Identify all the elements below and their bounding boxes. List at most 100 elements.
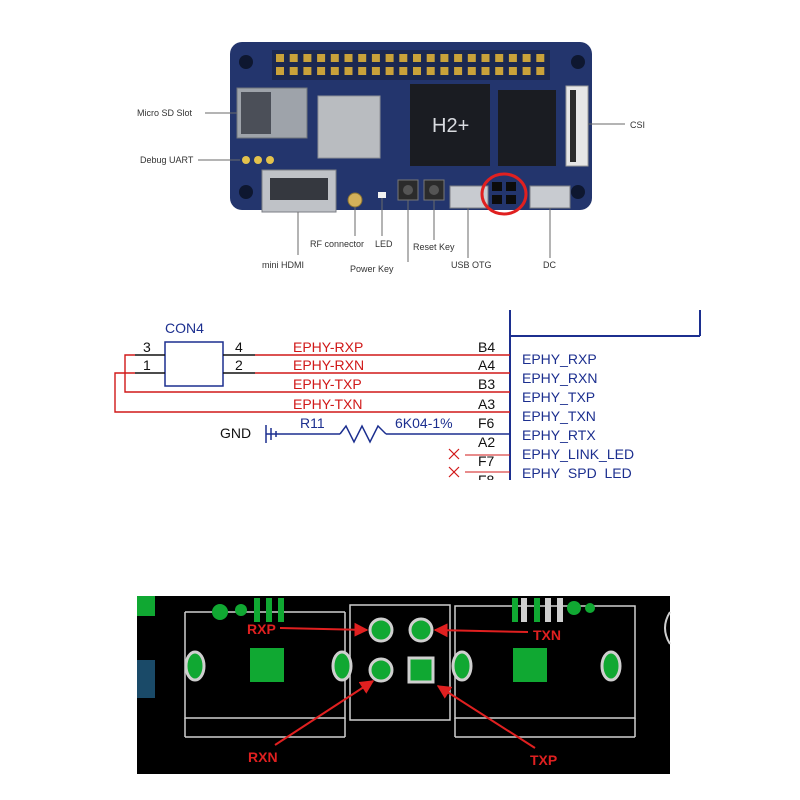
pad-rxn (368, 657, 394, 683)
pin-1: 1 (143, 357, 151, 373)
gpio-pin (358, 67, 367, 75)
led (378, 192, 386, 198)
soc-chip (410, 84, 490, 166)
nc-mark-a2 (448, 448, 460, 460)
connector-name: CON4 (165, 320, 204, 336)
callout-lines (198, 112, 625, 262)
gpio-pin (330, 54, 339, 62)
resistor-value: 6K04-1% (395, 415, 453, 431)
arrow-rxp (279, 622, 369, 637)
gpio-pin (413, 54, 421, 62)
pin-b4: B4 (478, 339, 495, 355)
gpio-pin (536, 54, 545, 62)
pcb-oval-holes (184, 650, 622, 682)
csi-connector (565, 85, 589, 167)
pcb-layout: RXP TXN RXN TXP (137, 596, 671, 774)
gpio-pin (536, 67, 545, 75)
arrow-txn (433, 623, 529, 638)
label-usb-otg: USB OTG (451, 260, 492, 270)
label-csi: CSI (630, 120, 645, 130)
rf-connector (347, 192, 363, 208)
gpio-pin (413, 67, 421, 75)
jack-pad-right (513, 648, 547, 682)
mounting-hole (571, 55, 585, 69)
pin-3: 3 (143, 339, 151, 355)
gpio-pin (358, 54, 367, 62)
gpio-pin (317, 67, 326, 75)
gpio-pin (522, 54, 531, 62)
pin-f7: F7 (478, 453, 495, 469)
pad-rxp (368, 617, 394, 643)
label-led: LED (375, 239, 393, 249)
gpio-pin (330, 67, 339, 75)
pcb-label-txn: TXN (533, 627, 561, 643)
gpio-pin (371, 54, 380, 62)
gpio-pin (276, 67, 284, 75)
gpio-pin (399, 67, 408, 75)
net-label-rxp: EPHY-RXP (293, 339, 363, 355)
gpio-pin (289, 54, 298, 62)
gpio-pin (495, 54, 504, 62)
gpio-pin (303, 54, 312, 62)
arrow-txp (436, 685, 536, 749)
mounting-hole (239, 55, 253, 69)
pcb-top-pads (254, 598, 540, 622)
pin-4: 4 (235, 339, 243, 355)
schematic: CON4 3 4 1 2 EPHY-RXP B4 EPHY-RXN A4 EPH… (114, 310, 710, 490)
label-dc: DC (543, 260, 556, 270)
connector-pin-stubs (135, 354, 255, 374)
chip-signal-rxp: EPHY_RXP (522, 351, 597, 367)
arrow-rxn (274, 680, 375, 746)
net-label-txp: EPHY-TXP (293, 376, 362, 392)
gpio-pin (481, 67, 490, 75)
gpio-pin (399, 54, 408, 62)
debug-uart-pads (242, 156, 274, 164)
label-reset-key: Reset Key (413, 242, 455, 252)
mounting-hole (239, 185, 253, 199)
resistor-ref: R11 (300, 415, 325, 431)
pcb-label-txp: TXP (530, 752, 557, 768)
pcb-arrows (274, 622, 536, 749)
label-rf-connector: RF connector (310, 239, 364, 249)
gnd-symbol (265, 425, 340, 443)
gpio-pin (317, 54, 326, 62)
usb-otg-port (449, 185, 489, 209)
pin-f8: F8 (478, 472, 495, 488)
gpio-pin (508, 54, 517, 62)
highlight-circle (480, 172, 528, 216)
gpio-pin (467, 54, 476, 62)
chip-signal-spd-led: EPHY_SPD_LED (522, 465, 632, 481)
chip-signal-rtx: EPHY_RTX (522, 427, 596, 443)
gpio-pin (385, 67, 394, 75)
pad-txp (407, 656, 435, 684)
gpio-pin (276, 54, 284, 62)
gpio-pin (481, 54, 490, 62)
resistor-symbol (339, 424, 387, 444)
gpio-pin (371, 67, 380, 75)
pcb-label-rxn: RXN (248, 749, 278, 765)
gpio-header (272, 50, 550, 80)
label-mini-hdmi: mini HDMI (262, 260, 304, 270)
chip-signal-rxn: EPHY_RXN (522, 370, 597, 386)
gpio-pin (289, 67, 298, 75)
gpio-pin (467, 67, 476, 75)
label-micro-sd-slot: Micro SD Slot (137, 108, 193, 118)
pin-f6: F6 (478, 415, 495, 431)
pin-a4: A4 (478, 357, 495, 373)
wifi-module (317, 95, 381, 159)
gpio-pin (440, 67, 449, 75)
pin-a2: A2 (478, 434, 495, 450)
pin-2: 2 (235, 357, 243, 373)
gpio-pin (426, 54, 435, 62)
gpio-pin (522, 67, 531, 75)
label-power-key: Power Key (350, 264, 394, 274)
gpio-pin (495, 67, 504, 75)
gpio-pin (508, 67, 517, 75)
gpio-pin (303, 67, 312, 75)
ethernet-header-pads (492, 182, 516, 204)
pin-b3: B3 (478, 376, 495, 392)
pcb-label-rxp: RXP (247, 621, 276, 637)
pad-txn (408, 617, 434, 643)
wire-txn (114, 372, 510, 413)
label-debug-uart: Debug UART (140, 155, 194, 165)
